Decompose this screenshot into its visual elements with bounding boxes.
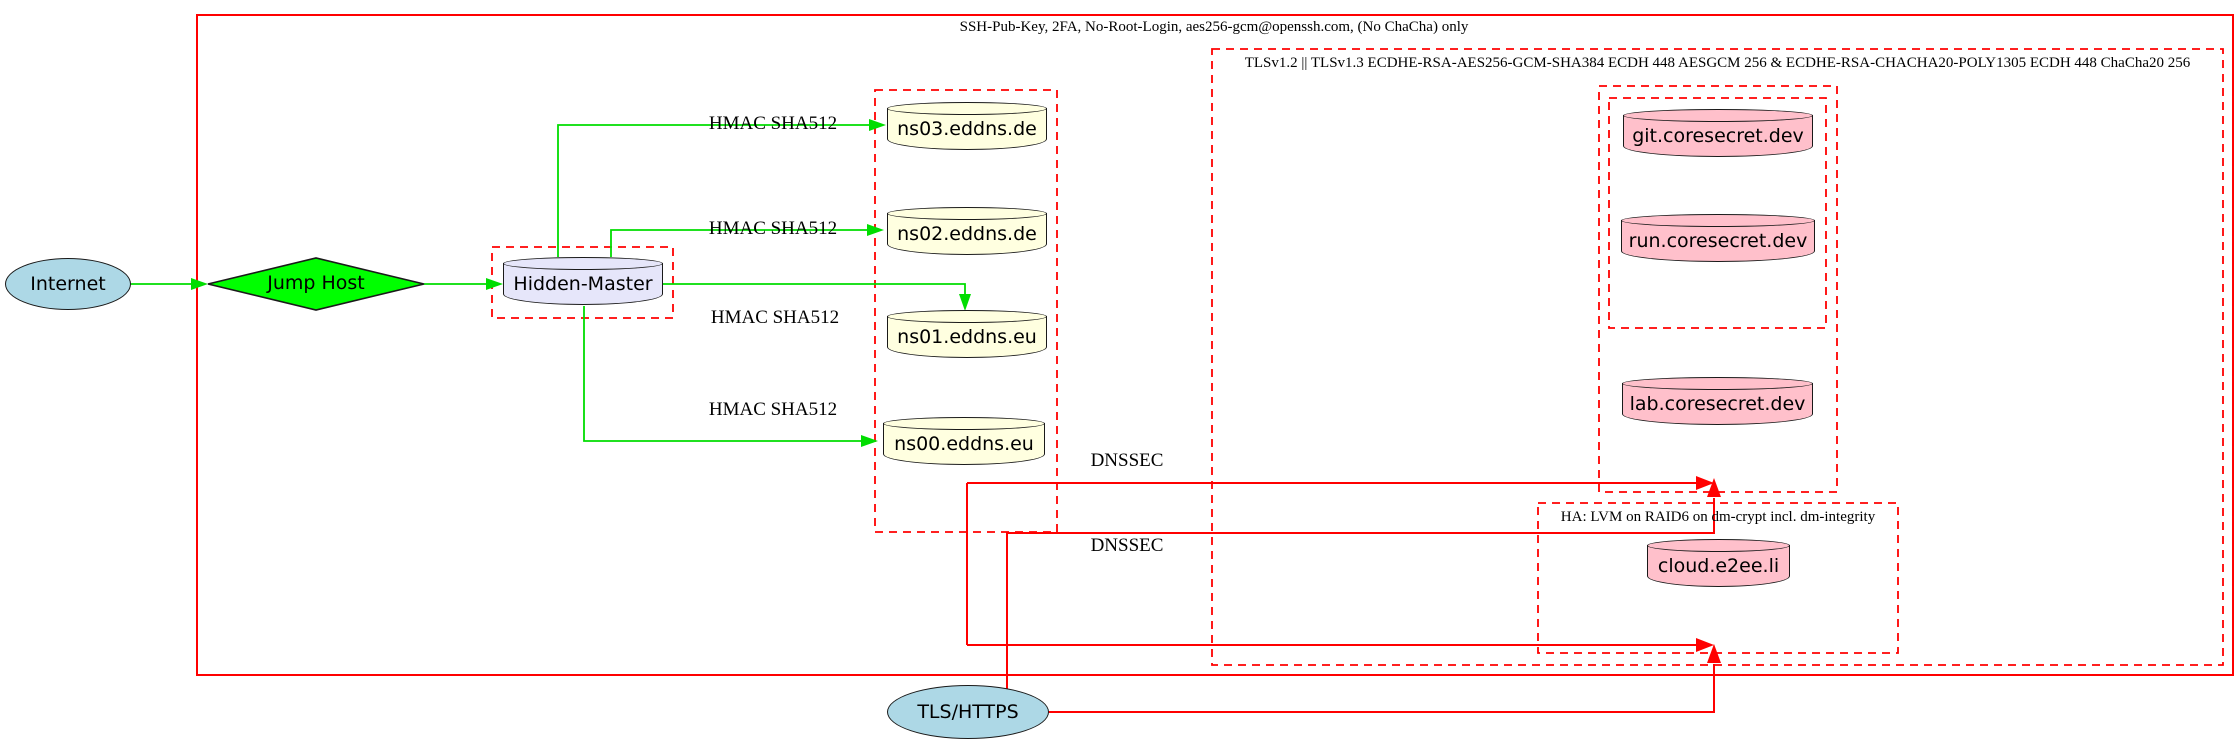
node-tls-https-label: TLS/HTTPS (917, 701, 1019, 723)
node-internet: Internet (5, 258, 131, 310)
cylinder-body (1621, 220, 1815, 262)
cylinder-top (887, 207, 1047, 220)
edge-hiddenmaster-ns02 (610, 229, 868, 257)
edge-label-hmac-ns01: HMAC SHA512 (710, 307, 840, 328)
cylinder-body (887, 108, 1047, 150)
cylinder-top (1647, 539, 1790, 552)
cylinder-top (887, 102, 1047, 115)
cylinder-top (1622, 377, 1813, 390)
cylinder-body (1647, 545, 1790, 587)
node-run: run.coresecret.dev (1621, 214, 1815, 262)
node-hidden-master: Hidden-Master (503, 257, 663, 305)
node-jump-host-label: Jump Host (267, 272, 365, 294)
edge-label-hmac-ns00: HMAC SHA512 (708, 399, 838, 420)
node-ns03-label: ns03.eddns.de (897, 118, 1037, 140)
edge-tlshttps-coresecret (1006, 498, 1715, 692)
node-ns03: ns03.eddns.de (887, 102, 1047, 150)
edge-label-hmac-ns02: HMAC SHA512 (708, 218, 838, 239)
node-ns02-label: ns02.eddns.de (897, 223, 1037, 245)
cylinder-top (1623, 109, 1813, 122)
edge-hiddenmaster-ns01 (663, 283, 966, 295)
node-hidden-master-label: Hidden-Master (513, 273, 653, 295)
node-tls-https: TLS/HTTPS (887, 685, 1049, 739)
ha-cluster-box (1537, 502, 1899, 654)
tls-cluster-box (1211, 48, 2224, 666)
cylinder-top (1621, 214, 1815, 227)
cylinder-body (887, 316, 1047, 358)
arrow-hiddenmaster-ns03 (869, 119, 886, 131)
edge-hiddenmaster-ns00 (583, 306, 862, 442)
node-git: git.coresecret.dev (1623, 109, 1813, 157)
edge-hiddenmaster-ns03 (557, 124, 870, 257)
cylinder-body (1622, 383, 1813, 425)
tls-cluster-label: TLSv1.2 || TLSv1.3 ECDHE-RSA-AES256-GCM-… (1244, 55, 2191, 71)
ssh-cluster-label: SSH-Pub-Key, 2FA, No-Root-Login, aes256-… (959, 19, 1469, 35)
node-ns01-label: ns01.eddns.eu (897, 326, 1037, 348)
cylinder-top (883, 417, 1045, 430)
node-git-label: git.coresecret.dev (1632, 125, 1804, 147)
node-lab: lab.coresecret.dev (1622, 377, 1813, 425)
arrow-hiddenmaster-ns00 (861, 435, 878, 447)
edge-label-dnssec-1: DNSSEC (1090, 450, 1164, 471)
arrow-jumphost-hiddenmaster (486, 278, 503, 290)
node-cloud: cloud.e2ee.li (1647, 539, 1790, 587)
node-run-label: run.coresecret.dev (1628, 230, 1808, 252)
edge-label-hmac-ns03: HMAC SHA512 (708, 113, 838, 134)
cylinder-body (503, 263, 663, 305)
arrow-dnssec-coresecret (1696, 476, 1714, 490)
ha-cluster-label: HA: LVM on RAID6 on dm-crypt incl. dm-in… (1560, 509, 1876, 525)
node-lab-label: lab.coresecret.dev (1629, 393, 1806, 415)
ssh-cluster-box (196, 14, 2234, 676)
arrow-internet-jumphost (191, 278, 208, 290)
edge-tlshttps-e2ee (1047, 664, 1715, 713)
cylinder-body (883, 423, 1045, 465)
arrow-dnssec-e2ee (1696, 638, 1714, 652)
cylinder-body (887, 213, 1047, 255)
arrow-hiddenmaster-ns02 (867, 224, 884, 236)
cylinder-body (1623, 115, 1813, 157)
node-ns02: ns02.eddns.de (887, 207, 1047, 255)
node-cloud-label: cloud.e2ee.li (1657, 555, 1780, 577)
node-internet-label: Internet (30, 273, 106, 295)
cylinder-top (503, 257, 663, 270)
node-ns00-label: ns00.eddns.eu (894, 433, 1034, 455)
arrow-tlshttps-coresecret (1707, 478, 1721, 497)
jump-host-diamond (207, 257, 425, 311)
cylinder-top (887, 310, 1047, 323)
node-ns00: ns00.eddns.eu (883, 417, 1045, 465)
edge-label-dnssec-2: DNSSEC (1090, 535, 1164, 556)
node-ns01: ns01.eddns.eu (887, 310, 1047, 358)
arrow-hiddenmaster-ns01 (959, 294, 971, 311)
arrow-tlshttps-e2ee (1707, 644, 1721, 663)
